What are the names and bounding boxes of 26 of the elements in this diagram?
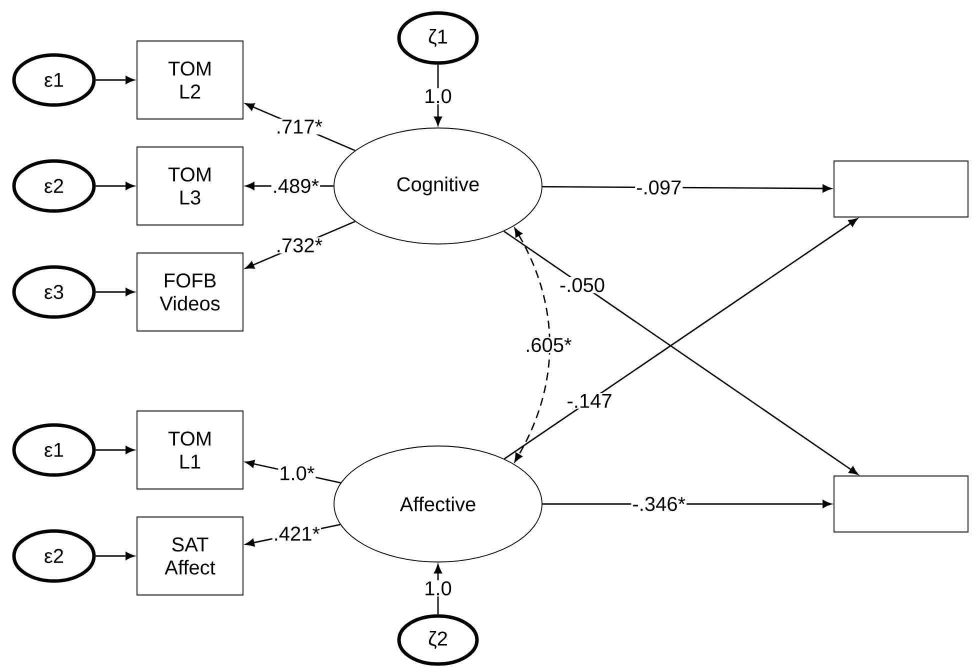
arrow [96,76,135,84]
edge-label: -.097 [635,179,683,196]
edge-label: .489* [271,178,320,194]
arrow [96,552,135,560]
edge-label: -.147 [566,393,614,409]
edge-label: -.346* [631,496,687,512]
arrow [96,288,135,296]
edge-label: 1.0 [423,88,453,104]
arrow [96,182,135,190]
arrow [96,446,135,454]
edge-label: 1.0 [423,580,453,596]
edge-label: .732* [274,237,324,254]
edge-label: .605* [524,336,573,354]
arrow [514,228,550,462]
arrow [434,64,442,126]
variable-box [834,476,968,532]
edge-label: -.050 [558,276,606,294]
edge-label: 1.0* [278,465,316,482]
variable-box [834,160,968,218]
variable-box: SAT Affect [136,516,244,596]
edge-label: .421* [272,526,322,542]
variable-box: TOM L2 [136,40,244,120]
variable-box: TOM L1 [136,410,244,490]
edge-label: .717* [274,118,324,135]
variable-box: TOM L3 [136,146,244,226]
variable-box: FOFB Videos [136,252,244,332]
